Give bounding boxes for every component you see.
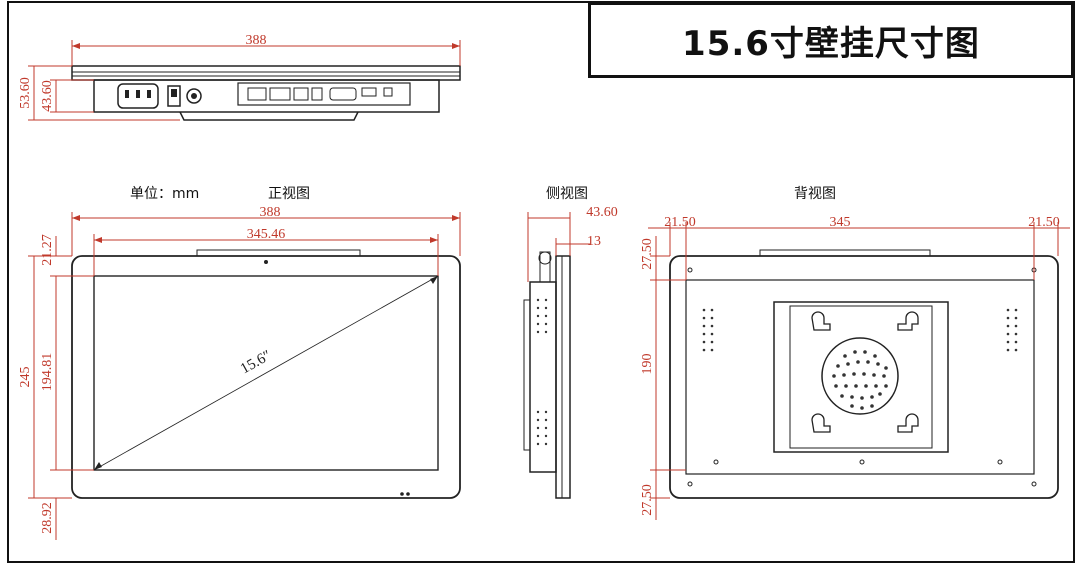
back-view-caption: 背视图 — [794, 186, 836, 202]
dim-back-bracket-span: 345 — [830, 215, 851, 230]
dim-back-top-margin: 27.50 — [640, 238, 655, 270]
unit-caption: 单位：mm — [130, 186, 200, 202]
front-view-caption: 正视图 — [268, 186, 310, 202]
power-switch-icon — [167, 85, 181, 107]
dim-top-body-height: 43.60 — [40, 80, 55, 112]
back-housing — [669, 255, 1059, 499]
dim-front-width: 388 — [260, 205, 281, 220]
page-border — [7, 1, 1075, 563]
dim-back-right-margin: 21.50 — [1028, 215, 1060, 230]
dim-side-depth: 43.60 — [586, 205, 618, 220]
dim-front-top-margin: 21.27 — [40, 234, 55, 266]
side-view — [523, 212, 590, 499]
back-view — [648, 222, 1070, 520]
dc-jack-icon — [186, 88, 202, 104]
dim-back-bottom-margin: 27.50 — [640, 484, 655, 516]
side-view-caption: 侧视图 — [546, 186, 588, 202]
vga-port-icon — [329, 87, 357, 101]
top-view — [28, 40, 461, 121]
page-title: 15.6寸壁挂尺寸图 — [682, 23, 980, 64]
dim-front-height: 245 — [18, 367, 33, 388]
dim-top-width: 388 — [246, 33, 267, 48]
speaker-grille — [821, 337, 899, 415]
dim-front-bottom-margin: 28.92 — [40, 502, 55, 534]
dim-back-left-margin: 21.50 — [664, 215, 696, 230]
vesa-bracket — [773, 301, 949, 453]
io-panel — [237, 82, 411, 106]
screen-size-label: 15.6″ — [238, 348, 274, 378]
front-view — [28, 212, 461, 540]
dim-front-screen-width: 345.46 — [247, 227, 286, 242]
dim-top-total-height: 53.60 — [18, 77, 33, 109]
dim-front-screen-height: 194.81 — [40, 353, 55, 392]
power-socket-icon — [117, 83, 159, 109]
front-bezel — [71, 255, 461, 499]
front-screen — [93, 275, 439, 471]
dim-side-bezel: 13 — [587, 234, 601, 249]
title-box: 15.6寸壁挂尺寸图 — [588, 2, 1074, 78]
dim-back-bracket-height: 190 — [640, 354, 655, 375]
